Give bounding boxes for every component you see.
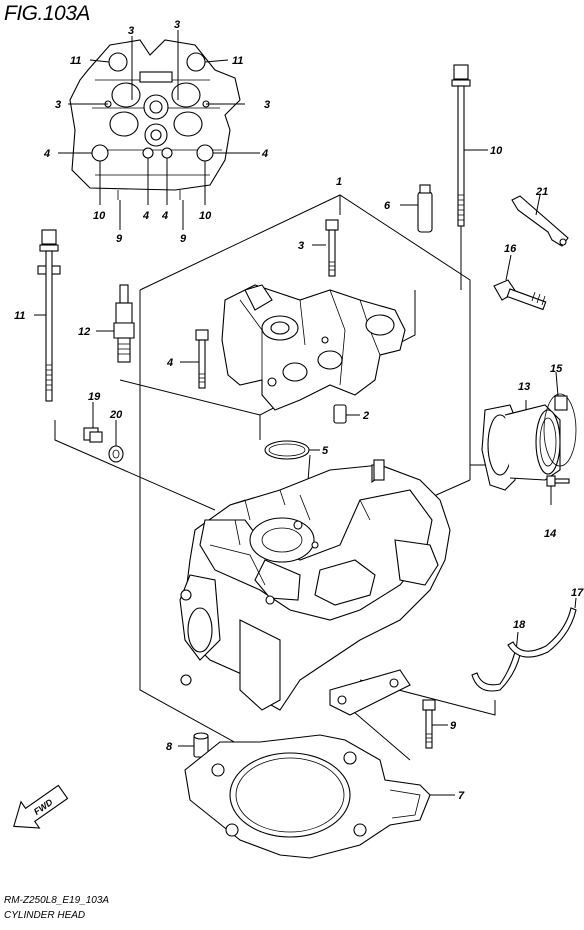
- clamp-15: [543, 371, 577, 467]
- bolt-16: [493, 254, 547, 311]
- part-6: [400, 184, 433, 233]
- top-view-leaders: [58, 30, 260, 230]
- callout-12: 12: [78, 326, 90, 338]
- figure-title: FIG.103A: [4, 2, 90, 25]
- dowel-8: [178, 732, 209, 758]
- callout-9c: 9: [450, 720, 457, 732]
- callout-16: 16: [504, 243, 517, 255]
- callout-21: 21: [535, 186, 548, 198]
- callout-14: 14: [544, 528, 556, 540]
- callout-11a: 11: [70, 55, 81, 67]
- callout-11b: 11: [232, 55, 243, 67]
- callout-3b: 3: [174, 19, 180, 31]
- callout-10a: 10: [93, 210, 106, 222]
- callout-15: 15: [550, 363, 563, 375]
- callout-3e: 3: [298, 240, 304, 252]
- callout-18: 18: [513, 619, 526, 631]
- callout-2: 2: [362, 410, 369, 422]
- callout-17: 17: [571, 587, 584, 599]
- callout-4a: 4: [43, 148, 50, 160]
- callout-1: 1: [336, 176, 342, 188]
- bolt-10: [451, 64, 488, 290]
- callout-9b: 9: [180, 233, 187, 245]
- callout-10b: 10: [199, 210, 212, 222]
- head-gasket-7: [184, 734, 455, 859]
- callout-5: 5: [322, 445, 329, 457]
- callout-labels: 3 3 11 11 3 3 4 4 10 4 4 10 9 9 1 6 3 10…: [14, 19, 584, 802]
- bolt-11: [34, 229, 61, 402]
- callout-4b: 4: [261, 148, 268, 160]
- callout-19: 19: [88, 391, 101, 403]
- callout-8: 8: [166, 741, 173, 753]
- bolt-3: [312, 219, 339, 277]
- callout-11c: 11: [14, 310, 25, 322]
- fwd-arrow-icon: FWD: [13, 784, 69, 829]
- callout-6: 6: [384, 200, 391, 212]
- callout-4c: 4: [142, 210, 149, 222]
- callout-10c: 10: [490, 145, 503, 157]
- callout-3a: 3: [128, 25, 134, 37]
- callout-7: 7: [458, 790, 465, 802]
- callout-20: 20: [109, 409, 123, 421]
- screw-14: [546, 475, 570, 505]
- bolt-4: [180, 329, 209, 389]
- callout-4d: 4: [161, 210, 168, 222]
- callout-9a: 9: [116, 233, 123, 245]
- bracket-21: [511, 194, 569, 247]
- callout-4e: 4: [166, 357, 173, 369]
- callout-3d: 3: [264, 99, 270, 111]
- bolt-9: [422, 699, 448, 749]
- dowel-2: [333, 404, 360, 424]
- intake-pipe-13: [481, 400, 561, 491]
- figure-caption: CYLINDER HEAD: [4, 910, 86, 921]
- cylinder-head: [179, 459, 451, 716]
- callout-3c: 3: [55, 99, 61, 111]
- washer-20: [108, 420, 124, 463]
- plug-19: [83, 402, 103, 443]
- head-top-view: [69, 39, 241, 200]
- callout-13: 13: [518, 381, 530, 393]
- spark-plug-12: [96, 284, 135, 363]
- o-ring-5: [264, 440, 320, 460]
- camshaft-holder: [221, 284, 406, 411]
- figure-code: RM-Z250L8_E19_103A: [4, 895, 110, 906]
- clip-18: [471, 631, 521, 692]
- clip-17: [507, 597, 577, 658]
